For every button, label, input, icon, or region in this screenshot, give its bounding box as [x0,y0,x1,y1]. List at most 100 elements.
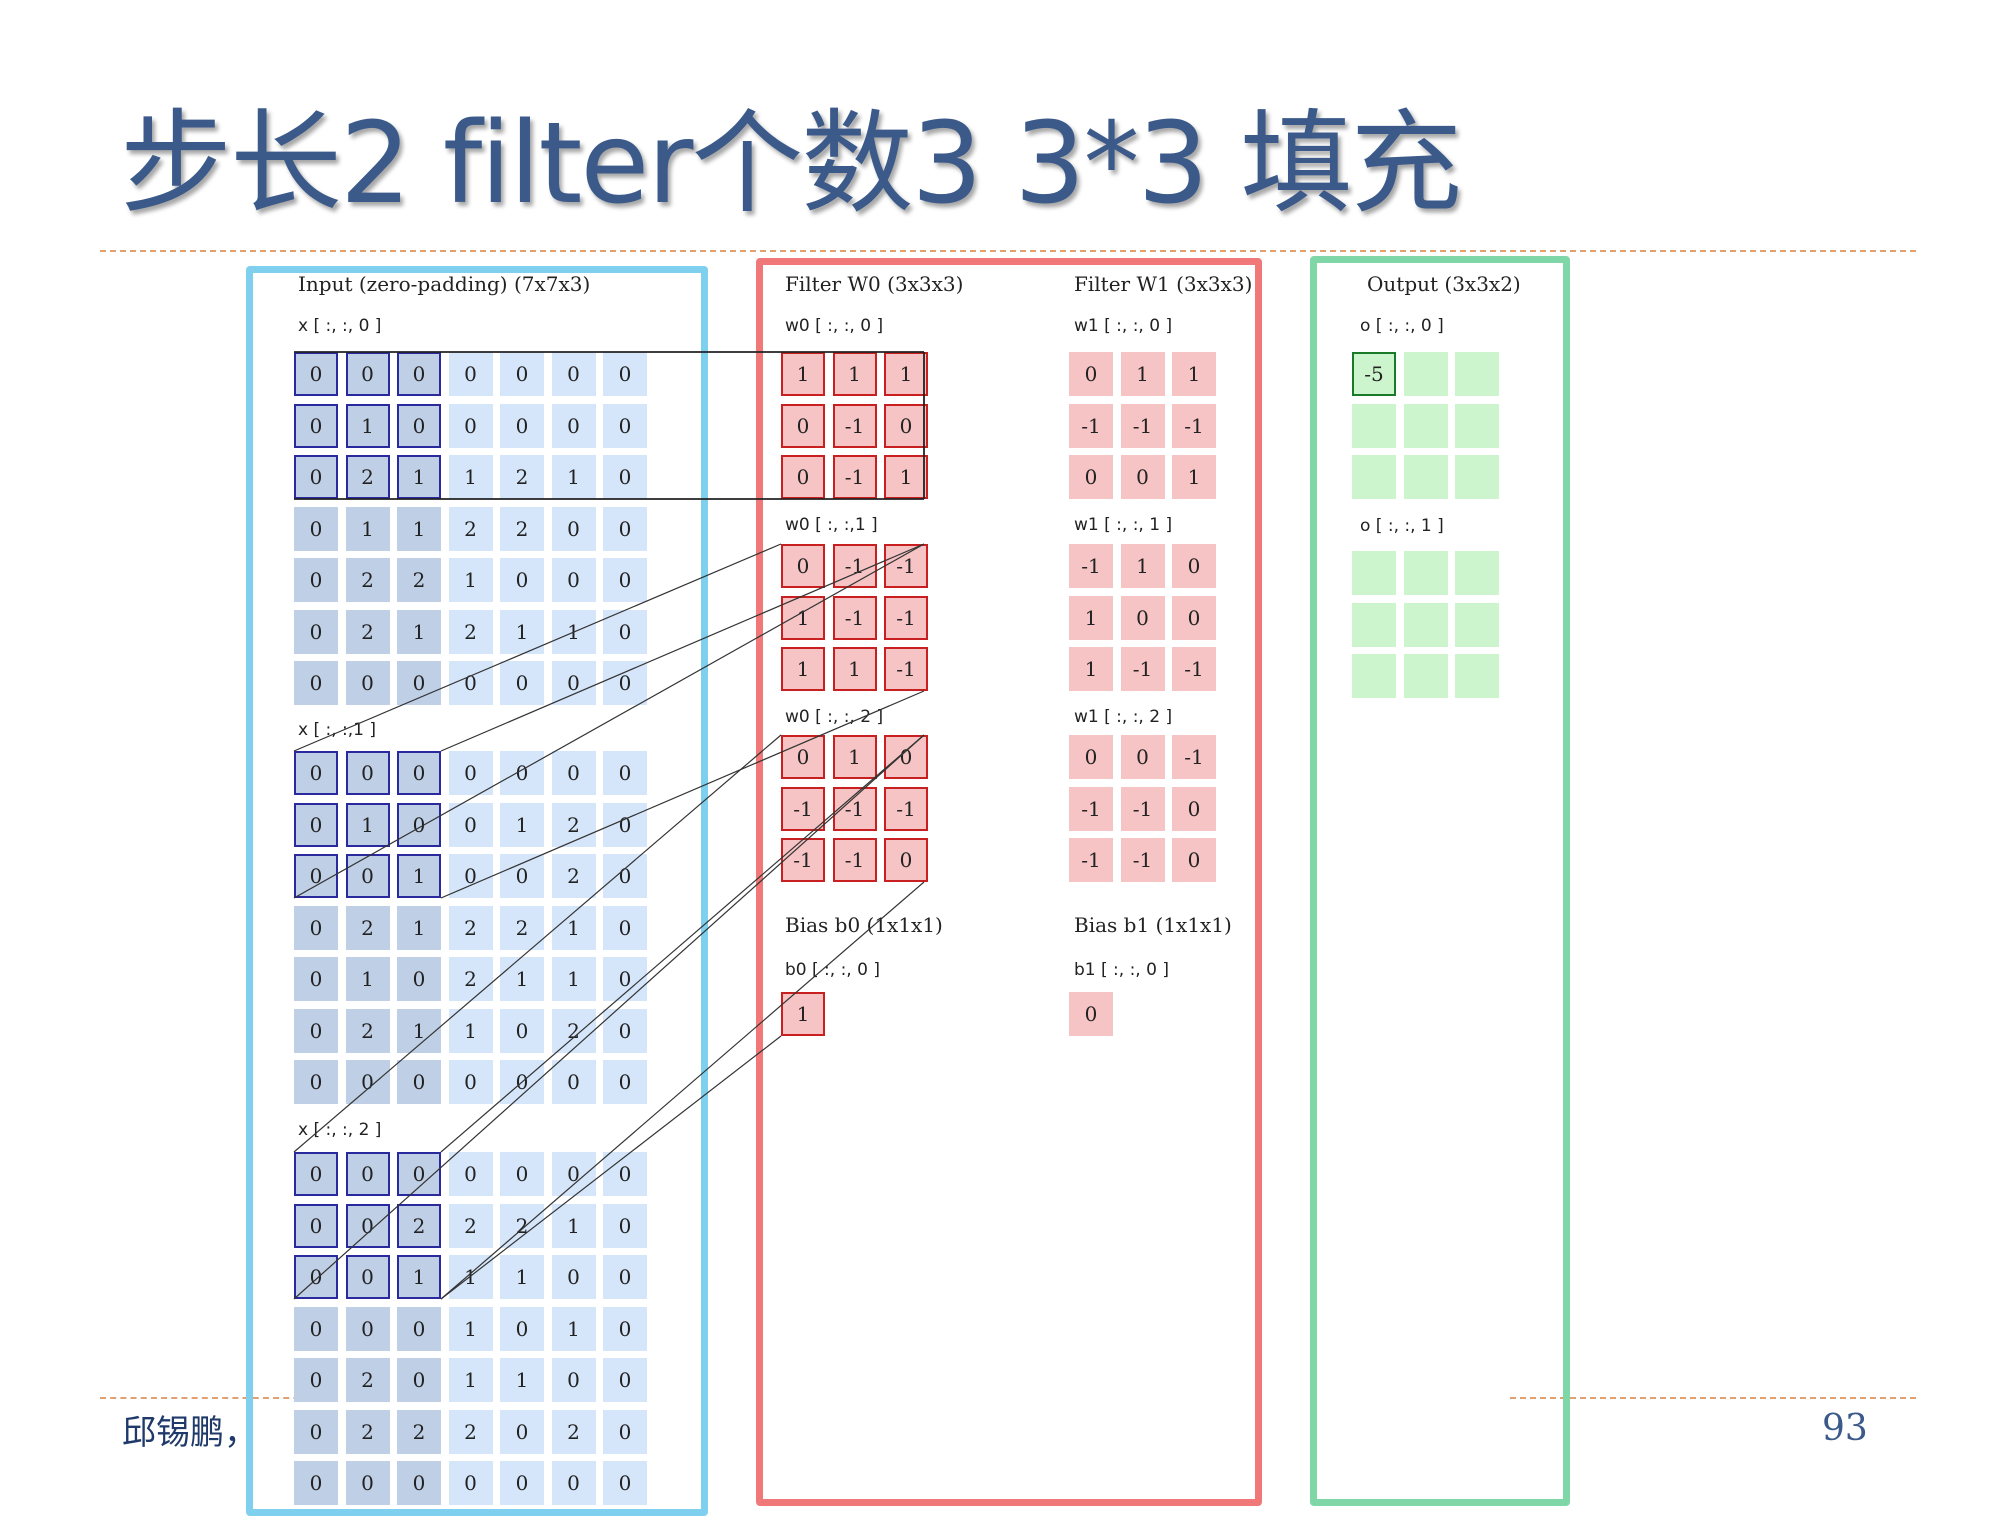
slide-title: 步长2 filter个数3 3*3 填充 [120,99,1462,229]
w0-cell: 0 [781,544,825,588]
w0-cell: -1 [884,786,928,831]
input-cell: 0 [448,802,493,847]
title-divider [100,250,1916,252]
input-cell: 1 [448,1008,493,1053]
input-cell: 0 [500,1461,544,1505]
input-cell: 0 [603,1203,647,1248]
w1-cell: -1 [1172,735,1216,779]
output-cell [1352,403,1396,448]
w1-cell: -1 [1069,544,1113,588]
input-cell: 0 [500,403,544,448]
w1-cell: 1 [1069,647,1113,691]
input-cell: 1 [500,957,544,1001]
input-cell: 0 [294,1409,338,1454]
input-cell: 1 [397,609,441,654]
input-cell: 2 [345,609,390,654]
bias-b1-heading: Bias b1 (1x1x1) [1074,913,1232,937]
input-cell: 0 [294,751,338,795]
input-cell: 0 [294,1255,338,1299]
input-cell: 2 [345,558,390,602]
w0-cell: 1 [832,647,877,691]
output-cell [1403,602,1448,647]
w0-cell: 1 [832,352,877,396]
w1-cell: 0 [1069,455,1113,499]
input-cell: 1 [345,506,390,551]
input-cell: 0 [551,1255,596,1299]
footer-divider-left [100,1397,330,1399]
input-cell: 0 [448,854,493,898]
input-cell: 1 [500,802,544,847]
connector-line [440,690,925,899]
input-channel-2-label: x [ :, :, 2 ] [298,1120,382,1140]
input-cell: 2 [345,455,390,499]
input-cell: 1 [551,1203,596,1248]
w1-cell: 0 [1069,352,1113,396]
input-cell: 0 [448,1152,493,1196]
input-cell: 0 [603,403,647,448]
input-cell: 0 [397,802,441,847]
output-cell [1352,551,1396,595]
output-cell [1455,403,1499,448]
input-cell: 2 [551,802,596,847]
input-cell: 0 [345,352,390,396]
input-cell: 0 [500,1409,544,1454]
input-cell: 0 [294,1203,338,1248]
connector-line [293,543,925,899]
w1-cell: -1 [1172,403,1216,448]
input-cell: 0 [294,1060,338,1104]
input-cell: 0 [397,957,441,1001]
footer-divider-right [1510,1397,1916,1399]
input-cell: 1 [397,854,441,898]
input-cell: 0 [448,751,493,795]
input-cell: 2 [345,905,390,950]
input-cell: 2 [551,1409,596,1454]
input-cell: 2 [448,905,493,950]
input-cell: 0 [603,1060,647,1104]
input-cell: 2 [500,905,544,950]
input-cell: 1 [551,455,596,499]
input-cell: 0 [500,1008,544,1053]
w0-cell: 0 [884,403,928,448]
input-cell: 0 [500,352,544,396]
w0-cell: -1 [781,786,825,831]
input-cell: 0 [551,751,596,795]
w1-cell: 0 [1120,455,1165,499]
w1-cell: -1 [1120,786,1165,831]
input-cell: 0 [603,1358,647,1402]
w1-cell: -1 [1069,786,1113,831]
w0-cell: 0 [884,735,928,779]
input-cell: 0 [603,558,647,602]
input-cell: 0 [294,609,338,654]
output-cell [1352,654,1396,698]
input-cell: 0 [500,558,544,602]
input-cell: 0 [345,751,390,795]
w1-cell: 1 [1172,352,1216,396]
input-cell: 0 [603,751,647,795]
input-cell: 1 [551,1306,596,1351]
input-cell: 0 [448,1060,493,1104]
input-cell: 0 [551,1152,596,1196]
input-cell: 0 [500,751,544,795]
input-channel-0-label: x [ :, :, 0 ] [298,316,382,336]
input-cell: 1 [500,609,544,654]
input-cell: 2 [500,506,544,551]
input-heading: Input (zero-padding) (7x7x3) [298,272,591,296]
input-cell: 2 [345,1358,390,1402]
output-cell: -5 [1352,352,1396,396]
input-cell: 1 [500,1255,544,1299]
input-cell: 0 [603,506,647,551]
connector-line [293,734,925,1300]
output-cell [1455,551,1499,595]
w0-cell: -1 [832,403,877,448]
input-cell: 0 [603,1306,647,1351]
input-cell: 1 [397,506,441,551]
input-cell: 0 [551,558,596,602]
w0-cell: 1 [832,735,877,779]
w1-cell: -1 [1120,647,1165,691]
footer-author: 邱锡鹏， [122,1413,258,1453]
w1-cell: 1 [1172,455,1216,499]
input-cell: 0 [551,506,596,551]
input-cell: 0 [397,403,441,448]
output-slice-1-label: o [ :, :, 1 ] [1360,516,1444,536]
